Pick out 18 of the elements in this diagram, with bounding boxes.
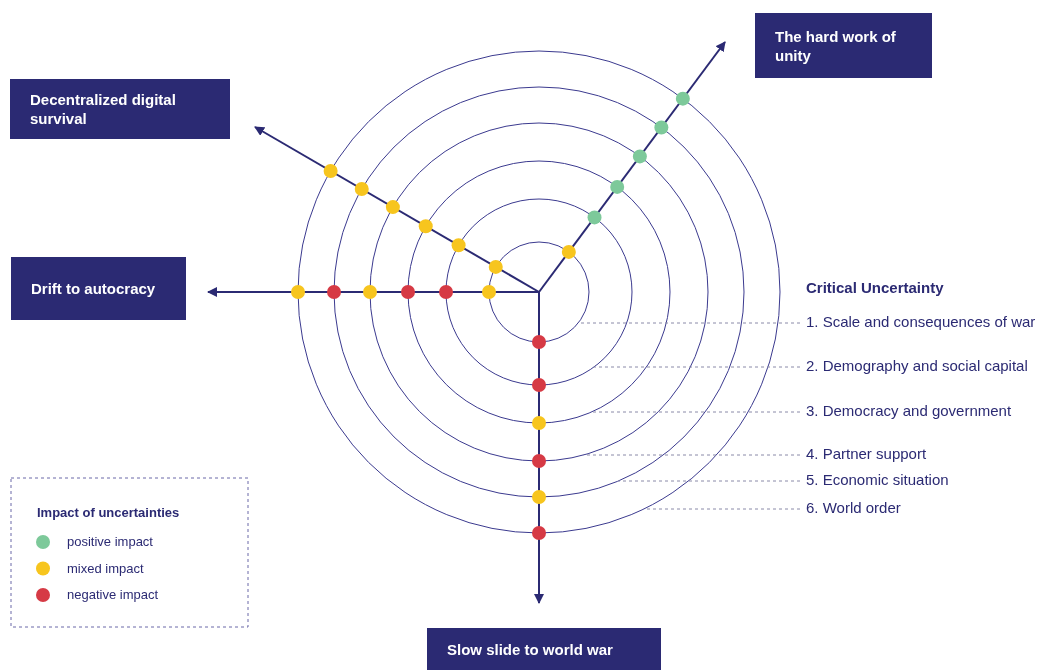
legend-title: Impact of uncertainties [37, 505, 180, 520]
legend-label: positive impact [67, 534, 153, 549]
uncertainty-item: 4. Partner support [800, 446, 1038, 462]
scenario-box: Slow slide to world war [427, 628, 661, 670]
scenario-box: Decentralized digital survival [10, 79, 230, 139]
legend-label: negative impact [67, 587, 159, 602]
uncertainty-item: 5. Economic situation [800, 472, 1038, 488]
leader-line [593, 366, 801, 368]
leader-line [591, 411, 801, 413]
scenario-box: The hard work of unity [755, 13, 932, 78]
uncertainty-item: 6. World order [800, 500, 1038, 516]
leader-line [617, 480, 801, 482]
section-heading: Critical Uncertainty [806, 279, 944, 296]
scenario-box: Drift to autocracy [11, 257, 186, 320]
uncertainty-item: 1. Scale and consequences of war [800, 314, 1038, 330]
uncertainty-item: 2. Demography and social capital [800, 358, 1038, 374]
legend-label: mixed impact [67, 560, 144, 576]
uncertainty-item: 3. Democracy and government [800, 403, 1038, 419]
